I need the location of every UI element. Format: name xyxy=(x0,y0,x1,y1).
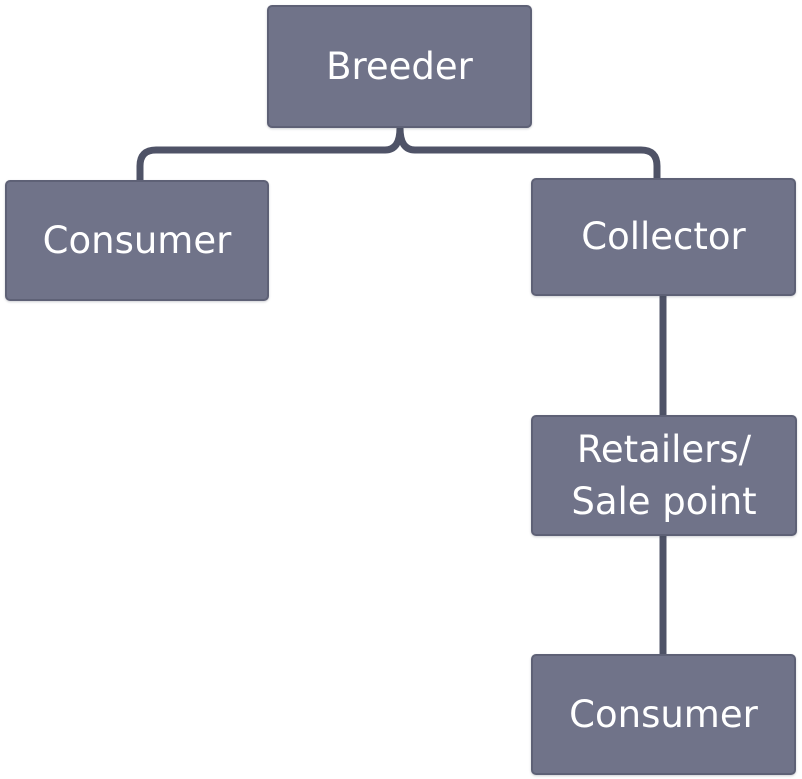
breeder-branch-brace xyxy=(136,124,661,186)
collector-node: Collector xyxy=(531,178,796,296)
consumer-left-label: Consumer xyxy=(42,218,232,262)
breeder-node: Breeder xyxy=(267,5,532,128)
consumer-node-bottom: Consumer xyxy=(531,654,796,775)
consumer-node-left: Consumer xyxy=(5,180,269,301)
breeder-label: Breeder xyxy=(326,44,473,88)
collector-label: Collector xyxy=(581,215,746,258)
retailers-node: Retailers/ Sale point xyxy=(531,415,797,536)
retailers-label: Retailers/ Sale point xyxy=(571,427,757,523)
consumer-bottom-label: Consumer xyxy=(569,692,758,736)
